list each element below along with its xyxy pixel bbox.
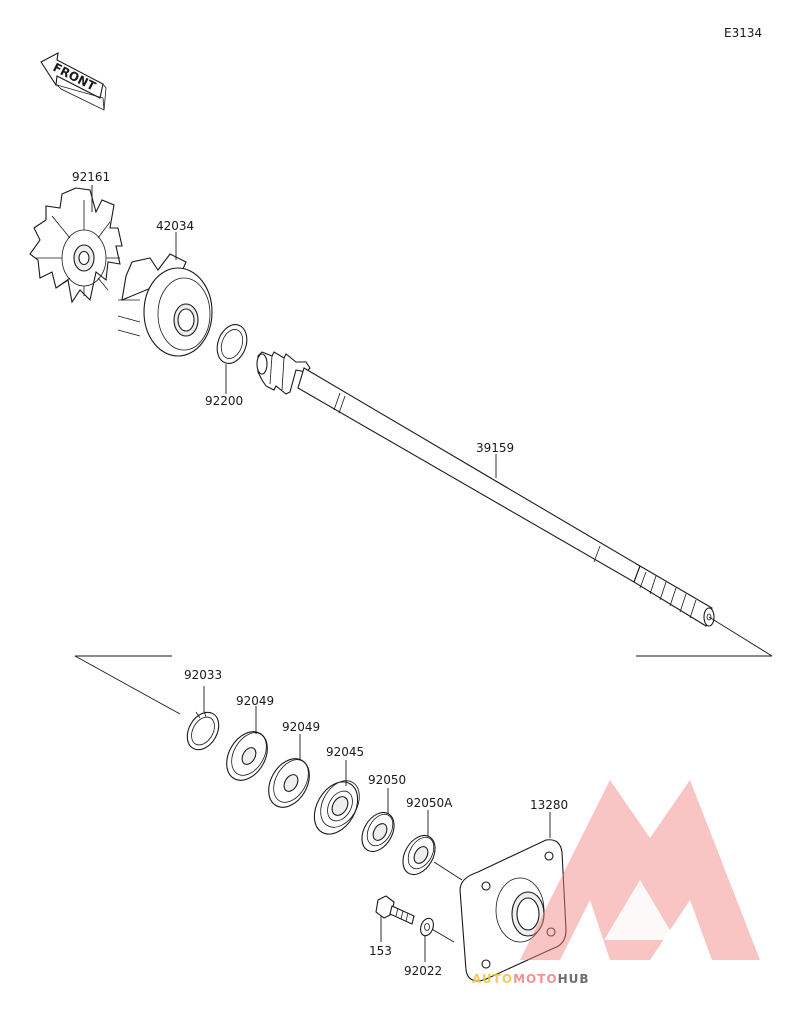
- part-label-92045: 92045: [326, 745, 364, 759]
- washer-part: [216, 324, 248, 364]
- part-label-92049-b: 92049: [282, 720, 320, 734]
- part-label-13280: 13280: [530, 798, 568, 812]
- oil-seal-a-part: [226, 731, 268, 781]
- oil-seal-b-part: [268, 758, 310, 808]
- part-label-92050: 92050: [368, 773, 406, 787]
- housing-plate-part: [459, 839, 567, 982]
- diagram-code: E3134: [724, 26, 762, 40]
- part-label-39159: 39159: [476, 441, 514, 455]
- watermark-word-hub: HUB: [558, 972, 590, 986]
- ball-bearing-part: [313, 780, 360, 835]
- part-label-92050a: 92050A: [406, 796, 453, 810]
- part-label-153: 153: [369, 944, 392, 958]
- part-label-92200: 92200: [205, 394, 243, 408]
- part-label-92161: 92161: [72, 170, 110, 184]
- seal-ring-part: [361, 811, 395, 853]
- pump-cover-part: [117, 253, 213, 357]
- seal-ring-a-part: [402, 834, 436, 876]
- part-label-92022: 92022: [404, 964, 442, 978]
- pump-shaft-part: [256, 351, 715, 627]
- part-label-92033: 92033: [184, 668, 222, 682]
- part-label-92049-a: 92049: [236, 694, 274, 708]
- svg-text:AUTOMOTOHUB: AUTOMOTOHUB: [472, 972, 590, 986]
- small-washer-part: [420, 917, 434, 937]
- part-label-42034: 42034: [156, 219, 194, 233]
- automotohub-watermark-logo: AUTOMOTOHUB: [472, 780, 760, 986]
- impeller-part: [29, 187, 123, 304]
- watermark-word-moto: MOTO: [513, 972, 558, 986]
- bolt-part: [375, 895, 415, 925]
- circlip-part: [186, 710, 220, 751]
- front-arrow-icon: FRONT: [40, 52, 107, 111]
- watermark-word-auto: AUTO: [472, 972, 513, 986]
